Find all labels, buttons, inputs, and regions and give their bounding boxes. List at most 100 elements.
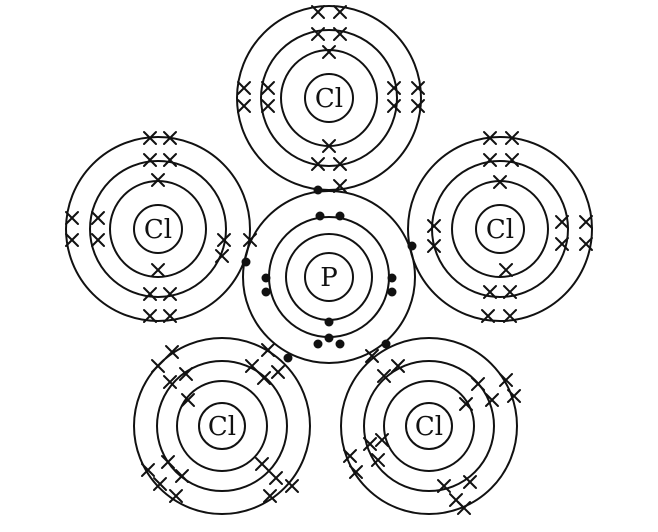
cl-top-electron-cross <box>387 99 401 113</box>
cl-upper-left-electron-cross <box>217 233 231 247</box>
cl-top-electron-cross <box>411 99 425 113</box>
cl-top-electron-cross <box>237 81 251 95</box>
p-electron-dot <box>313 339 323 349</box>
chlorine-atom-upper-left: Cl <box>65 136 251 322</box>
cl-lower-left-electron-cross <box>263 489 277 503</box>
cl-upper-left-electron-cross <box>163 309 177 323</box>
cl-lower-right-electron-cross <box>485 393 499 407</box>
cl-lower-right-electron-cross <box>375 433 389 447</box>
cl-lower-right-shell-outer <box>340 337 518 515</box>
cl-upper-right-electron-cross <box>503 309 517 323</box>
cl-upper-right-electron-cross <box>505 131 519 145</box>
cl-lower-left-electron-cross <box>179 367 193 381</box>
cl-lower-left-electron-cross <box>163 375 177 389</box>
cl-upper-right-electron-cross <box>503 285 517 299</box>
cl-lower-right-electron-cross <box>377 369 391 383</box>
cl-lower-right-electron-cross <box>365 349 379 363</box>
cl-lower-left-electron-cross <box>181 393 195 407</box>
cl-lower-left-nucleus <box>198 402 246 450</box>
cl-top-electron-cross <box>387 81 401 95</box>
cl-upper-left-electron-cross <box>143 131 157 145</box>
cl-upper-left-electron-cross <box>151 263 165 277</box>
p-bonding-electron-dot <box>313 185 323 195</box>
cl-lower-left-electron-cross <box>169 489 183 503</box>
cl-top-electron-cross <box>237 99 251 113</box>
cl-lower-left-electron-cross <box>161 455 175 469</box>
p-bonding-electron-dot <box>381 339 391 349</box>
cl-lower-right-electron-cross <box>343 449 357 463</box>
electron-markers <box>65 5 593 515</box>
cl-lower-right-electron-cross <box>499 373 513 387</box>
cl-upper-right-electron-cross <box>579 215 593 229</box>
cl-lower-left-shell-inner <box>176 380 268 472</box>
cl-upper-left-electron-cross <box>163 287 177 301</box>
cl-upper-right-electron-cross <box>555 215 569 229</box>
p-nucleus <box>304 252 354 302</box>
cl-lower-left-electron-cross <box>261 343 275 357</box>
cl-top-nucleus <box>304 73 354 123</box>
cl-lower-right-electron-cross <box>463 475 477 489</box>
cl-upper-right-electron-cross <box>499 263 513 277</box>
cl-upper-left-electron-cross <box>143 287 157 301</box>
cl-top-shell-middle <box>260 29 398 167</box>
cl-top-symbol: Cl <box>315 84 343 114</box>
cl-lower-left-electron-cross <box>271 365 285 379</box>
cl-upper-right-electron-cross <box>483 153 497 167</box>
p-electron-dot <box>261 273 271 283</box>
cl-lower-left-electron-cross <box>269 471 283 485</box>
cl-lower-right-electron-cross <box>457 501 471 515</box>
cl-lower-right-electron-cross <box>363 437 377 451</box>
p-electron-dot <box>324 317 334 327</box>
cl-upper-left-shell-outer <box>65 136 251 322</box>
cl-upper-left-electron-cross <box>163 153 177 167</box>
cl-upper-right-electron-cross <box>483 285 497 299</box>
cl-lower-left-electron-cross <box>165 345 179 359</box>
cl-lower-left-electron-cross <box>151 359 165 373</box>
cl-top-electron-cross <box>261 81 275 95</box>
cl-upper-right-shell-outer <box>407 136 593 322</box>
cl-lower-left-electron-cross <box>245 359 259 373</box>
cl-upper-left-electron-cross <box>91 211 105 225</box>
cl-upper-right-electron-cross <box>555 237 569 251</box>
cl-lower-right-symbol: Cl <box>415 412 443 442</box>
cl-lower-left-electron-cross <box>175 469 189 483</box>
cl-upper-right-symbol: Cl <box>486 215 514 245</box>
cl-upper-left-electron-cross <box>65 211 79 225</box>
cl-lower-right-nucleus <box>405 402 453 450</box>
cl-lower-right-electron-cross <box>437 479 451 493</box>
p-electron-dot <box>261 287 271 297</box>
cl-top-electron-cross <box>333 5 347 19</box>
cl-lower-left-electron-cross <box>285 479 299 493</box>
cl-lower-right-electron-cross <box>507 389 521 403</box>
cl-upper-left-electron-cross <box>143 153 157 167</box>
p-electron-dot <box>335 339 345 349</box>
cl-upper-left-electron-cross <box>243 233 257 247</box>
cl-upper-left-symbol: Cl <box>144 215 172 245</box>
chlorine-atom-lower-left: Cl <box>133 337 311 515</box>
cl-lower-left-shell-outer <box>133 337 311 515</box>
cl-upper-left-electron-cross <box>143 309 157 323</box>
cl-upper-left-nucleus <box>133 204 183 254</box>
cl-lower-right-shell-inner <box>383 380 475 472</box>
cl-upper-left-electron-cross <box>151 173 165 187</box>
cl-upper-right-electron-cross <box>579 237 593 251</box>
cl-top-electron-cross <box>322 45 336 59</box>
p-symbol: P <box>320 263 338 293</box>
p-electron-dot <box>315 211 325 221</box>
cl-top-electron-cross <box>333 179 347 193</box>
cl-lower-left-electron-cross <box>257 371 271 385</box>
cl-upper-right-electron-cross <box>481 309 495 323</box>
cl-lower-right-electron-cross <box>471 377 485 391</box>
cl-upper-left-shell-middle <box>89 160 227 298</box>
chlorine-atom-top: Cl <box>236 5 422 191</box>
p-electron-dot <box>387 287 397 297</box>
cl-upper-right-electron-cross <box>483 131 497 145</box>
p-electron-dot <box>387 273 397 283</box>
cl-upper-left-electron-cross <box>215 249 229 263</box>
p-bonding-electron-dot <box>407 241 417 251</box>
p-electron-dot <box>335 211 345 221</box>
cl-top-electron-cross <box>322 139 336 153</box>
cl-lower-left-electron-cross <box>153 477 167 491</box>
cl-top-electron-cross <box>311 27 325 41</box>
